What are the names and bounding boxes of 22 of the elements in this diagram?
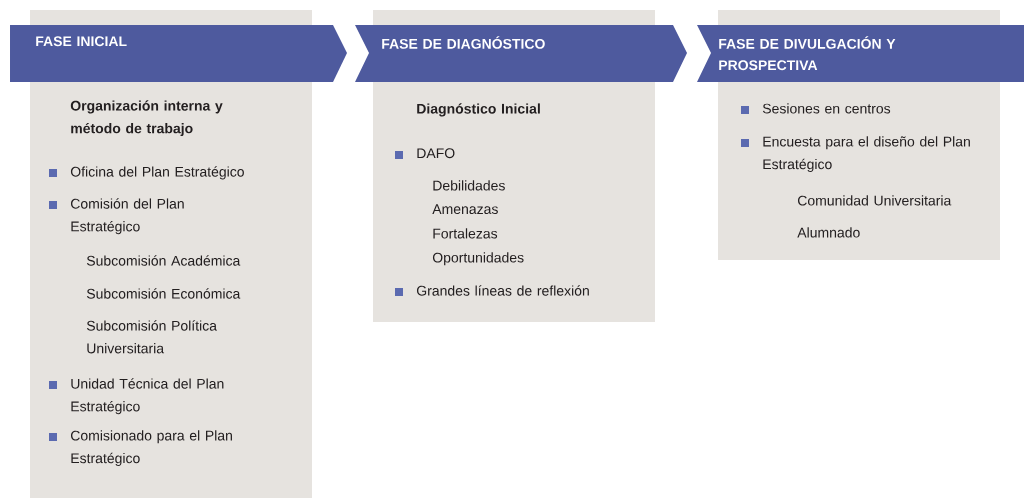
phase-banner: FASE DE DIAGNÓSTICO — [355, 25, 687, 82]
list-item: Comisionado para el Plan Estratégico — [71, 430, 232, 466]
sub-item: Subcomisión Académica — [86, 255, 241, 266]
sub-item: Oportunidades — [432, 252, 524, 266]
list-item: Unidad Técnica del Plan Estratégico — [71, 378, 224, 415]
list-item: Comisión del Plan Estratégico — [71, 198, 184, 235]
phase-banner: FASE DE DIVULGACIÓN Y PROSPECTIVA — [697, 25, 1024, 82]
sub-item: Comunidad Universitaria — [798, 195, 952, 206]
list-item: DAFO — [417, 148, 455, 159]
sub-item: Fortalezas — [433, 228, 498, 239]
sub-item: Subcomisión Económica — [86, 288, 241, 299]
sub-item: Alumnado — [797, 227, 860, 238]
phase-banner: FASE INICIAL — [10, 25, 347, 82]
sub-item: Subcomisión Política Universitaria — [86, 320, 217, 354]
sub-item: Debilidades — [433, 180, 505, 191]
panel-heading: Diagnóstico Inicial — [417, 103, 540, 117]
list-item: Grandes líneas de reflexión — [417, 285, 589, 296]
list-item: Oficina del Plan Estratégico — [70, 166, 244, 180]
list-item: Encuesta para el diseño del Plan Estratégico — [763, 136, 970, 172]
panel-heading: Organización interna y método de trabajo — [70, 100, 223, 137]
sub-item: Amenazas — [432, 204, 498, 215]
list-item: Sesiones en centros — [762, 103, 891, 114]
